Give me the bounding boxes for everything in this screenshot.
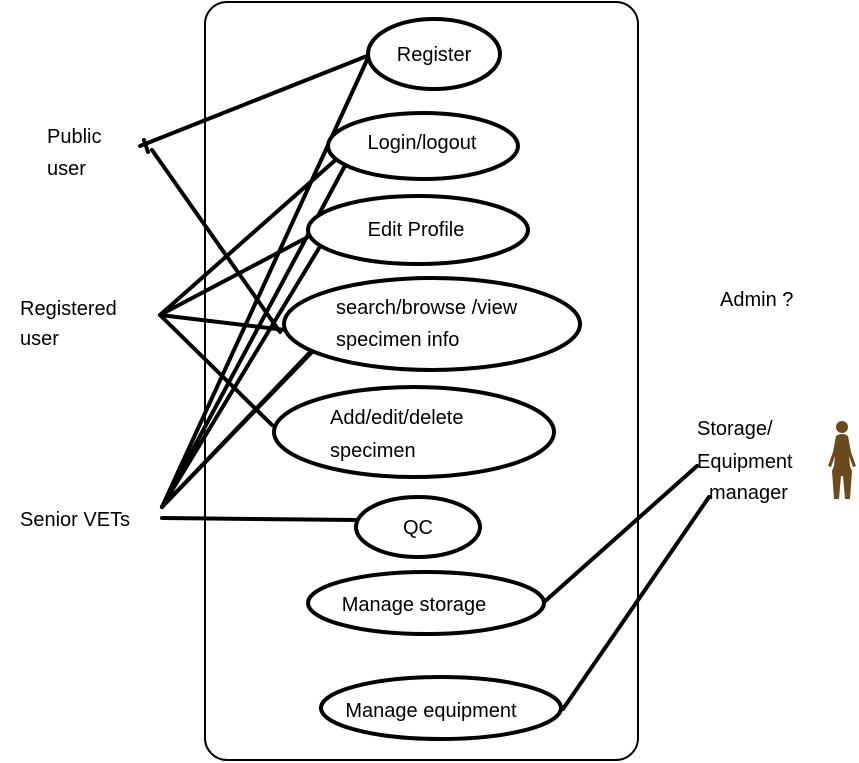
use-case-add-specimen-label-1: Add/edit/delete — [330, 407, 463, 429]
use-case-login: Login/logout — [326, 111, 520, 181]
use-case-ellipse — [306, 570, 546, 636]
use-case-ellipse — [326, 111, 520, 181]
assoc-manager-storage — [541, 464, 699, 605]
use-case-add-specimen: Add/edit/delete specimen — [272, 385, 556, 479]
assoc-public-register — [138, 54, 369, 148]
use-case-manage-storage: Manage storage — [306, 570, 546, 636]
actor-storage-manager-line3: manager — [709, 482, 788, 504]
use-case-ellipse — [319, 675, 563, 741]
use-case-ellipse — [306, 194, 530, 266]
use-case-qc: QC — [354, 495, 482, 559]
actor-public-user-line2: user — [47, 158, 86, 180]
use-case-manage-equipment-label: Manage equipment — [345, 700, 517, 722]
use-case-ellipse — [366, 17, 502, 91]
actor-registered-user-line2: user — [20, 328, 59, 350]
use-case-manage-storage-label: Manage storage — [342, 594, 487, 616]
assoc-vets-edit — [160, 228, 332, 509]
assoc-registered-search — [158, 313, 287, 332]
assoc-public-search — [150, 148, 282, 334]
use-case-login-label: Login/logout — [368, 132, 477, 154]
assoc-registered-add — [158, 313, 274, 427]
use-case-search-label-2: specimen info — [336, 329, 459, 351]
use-case-search: search/browse /view specimen info — [282, 276, 582, 372]
use-case-register-label: Register — [397, 44, 472, 66]
assoc-vets-add — [160, 350, 314, 509]
use-case-edit-profile-label: Edit Profile — [368, 219, 465, 241]
use-case-qc-label: QC — [403, 517, 433, 539]
person-silhouette-icon — [828, 421, 856, 499]
assoc-public-tick — [142, 138, 150, 154]
actor-public-user-line1: Public — [47, 126, 101, 148]
use-case-edit-profile: Edit Profile — [306, 194, 530, 266]
system-boundary — [204, 1, 639, 761]
assoc-registered-edit — [158, 226, 327, 317]
use-case-manage-equipment: Manage equipment — [319, 675, 563, 741]
actor-admin: Admin ? — [720, 289, 793, 311]
actor-storage-manager-line2: Equipment — [697, 451, 793, 473]
use-case-register: Register — [366, 17, 502, 91]
actor-senior-vets: Senior VETs — [20, 509, 130, 531]
assoc-manager-equipment — [561, 495, 711, 711]
use-case-ellipse — [272, 385, 556, 479]
use-case-search-label-1: search/browse /view — [336, 297, 518, 319]
assoc-vets-qc — [160, 516, 359, 522]
actor-registered-user-line1: Registered — [20, 298, 117, 320]
use-case-add-specimen-label-2: specimen — [330, 440, 416, 462]
use-case-ellipse — [282, 276, 582, 372]
use-case-ellipse — [354, 495, 482, 559]
actor-storage-manager-line1: Storage/ — [697, 418, 773, 440]
